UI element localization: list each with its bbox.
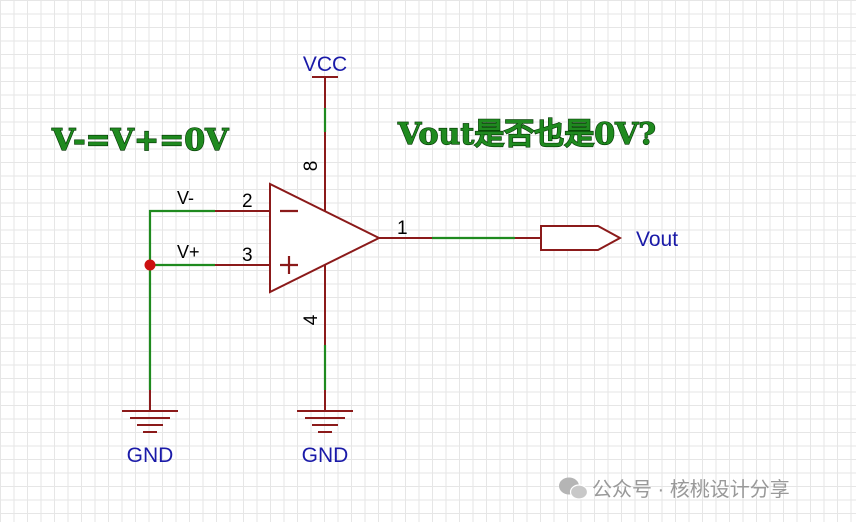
watermark-text: 公众号 · 核桃设计分享 bbox=[592, 478, 790, 501]
wire-vminus[interactable] bbox=[148, 209, 215, 390]
gnd-left-symbol[interactable] bbox=[122, 390, 178, 433]
junction-dot bbox=[144, 259, 156, 271]
pin-number-8: 8 bbox=[301, 161, 322, 172]
annotation-left: V-=V+=0V bbox=[51, 123, 229, 158]
net-label-vplus: V+ bbox=[177, 242, 200, 262]
wechat-icon bbox=[559, 477, 589, 500]
vout-port-label: Vout bbox=[636, 228, 678, 251]
vout-port[interactable] bbox=[540, 225, 623, 251]
pin-number-4: 4 bbox=[301, 314, 322, 325]
pin-number-2: 2 bbox=[242, 191, 253, 212]
annotation-right: Vout是否也是0V? bbox=[397, 117, 656, 152]
wires bbox=[148, 108, 515, 390]
watermark: 公众号 · 核桃设计分享 bbox=[559, 477, 790, 501]
vcc-label: VCC bbox=[303, 53, 347, 76]
gnd-left-label: GND bbox=[127, 444, 174, 467]
pin-number-1: 1 bbox=[397, 218, 408, 239]
gnd-right-symbol[interactable] bbox=[297, 390, 353, 433]
gnd-right-label: GND bbox=[302, 444, 349, 467]
component-lines bbox=[215, 76, 623, 345]
net-label-vminus: V- bbox=[177, 188, 194, 208]
pin-number-3: 3 bbox=[242, 245, 253, 266]
